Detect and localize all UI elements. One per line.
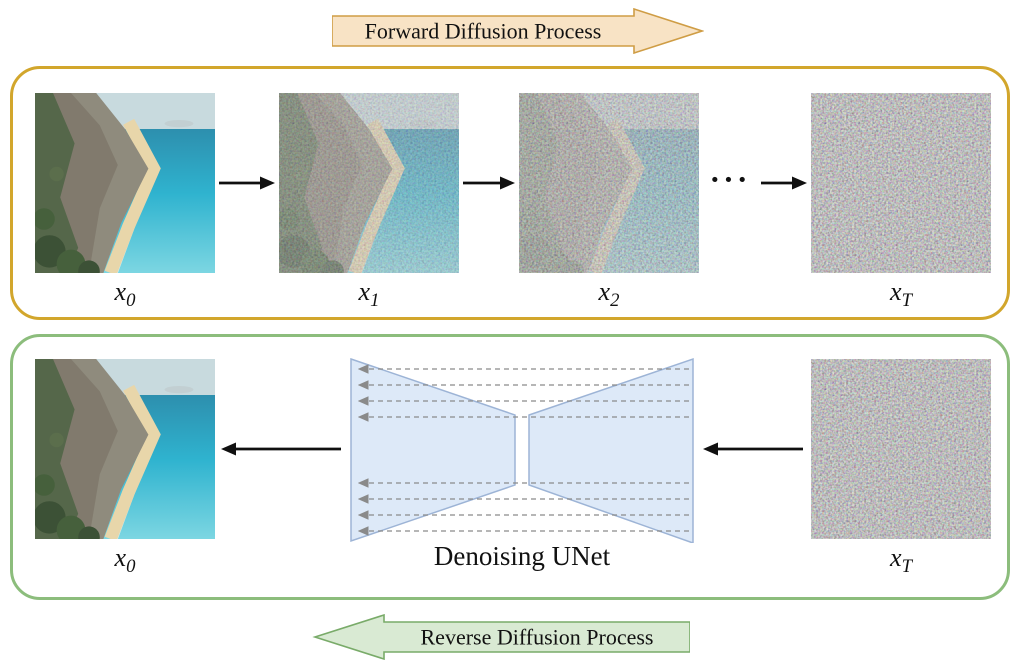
image-x0-clean: [35, 93, 215, 273]
right-block-arrow-icon: [332, 8, 704, 54]
label-x1: x1: [358, 277, 380, 312]
left-arrow-icon: [221, 441, 341, 457]
right-arrow-icon: [219, 175, 275, 191]
reverse-process-banner: Reverse Diffusion Process: [312, 614, 690, 660]
reverse-banner-label: Reverse Diffusion Process: [421, 625, 654, 650]
forward-process-banner: Forward Diffusion Process: [332, 8, 704, 54]
image-x2-noisy: [519, 93, 699, 273]
forward-banner-label: Forward Diffusion Process: [365, 19, 602, 44]
image-x1-noisy: [279, 93, 459, 273]
label-x0: x0: [114, 277, 136, 312]
label-x2: x2: [598, 277, 620, 312]
right-arrow-icon: [761, 175, 807, 191]
unet-encoder-trapezoid: [350, 357, 516, 543]
ellipsis-dots: ···: [709, 161, 751, 197]
dashed-left-arrow-icon: [357, 364, 689, 536]
denoising-unet-label: Denoising UNet: [433, 541, 611, 571]
reverse-process-panel: x0 Denoising UNet xT: [10, 334, 1010, 600]
image-x0-reconstructed: [35, 359, 215, 539]
label-xT-reverse: xT: [890, 543, 912, 578]
image-xT-noise: [811, 93, 991, 273]
right-arrow-icon: [463, 175, 515, 191]
left-block-arrow-icon: [312, 614, 690, 660]
unet-decoder-trapezoid: [528, 357, 694, 543]
denoising-unet-shape: [349, 357, 695, 543]
label-x0-reverse: x0: [114, 543, 136, 578]
left-arrow-icon: [703, 441, 803, 457]
label-xT: xT: [890, 277, 912, 312]
image-xT-noise-start: [811, 359, 991, 539]
forward-process-panel: ··· x0 x1 x2 xT: [10, 66, 1010, 320]
